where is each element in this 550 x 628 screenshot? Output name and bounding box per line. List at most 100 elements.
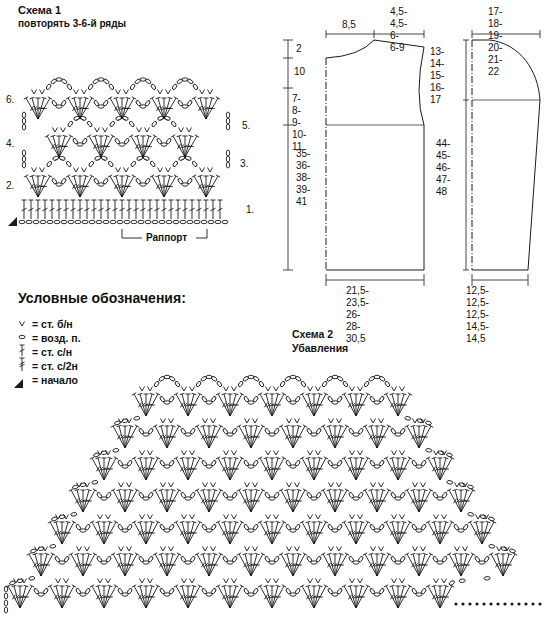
chain-stitch bbox=[148, 556, 154, 563]
post bbox=[428, 522, 440, 544]
post-tick bbox=[456, 563, 460, 567]
single-crochet bbox=[148, 579, 153, 584]
post-top bbox=[147, 135, 152, 136]
post-top bbox=[126, 175, 131, 176]
post-top bbox=[282, 585, 286, 587]
post-top bbox=[213, 425, 218, 426]
post bbox=[71, 554, 83, 576]
post-top bbox=[81, 554, 86, 555]
double-crochet bbox=[440, 585, 448, 608]
post-top bbox=[270, 458, 275, 459]
post-tick bbox=[372, 499, 376, 503]
post bbox=[110, 98, 122, 119]
single-crochet bbox=[316, 579, 321, 584]
double-crochet bbox=[125, 489, 139, 512]
single-crochet bbox=[161, 483, 166, 488]
double-crochet bbox=[141, 200, 146, 219]
post-top bbox=[438, 522, 443, 523]
double-crochet bbox=[348, 457, 356, 480]
chain-stitch bbox=[187, 100, 193, 107]
chain-stitch bbox=[17, 578, 24, 583]
double-crochet bbox=[122, 97, 136, 119]
double-crochet bbox=[22, 200, 27, 219]
double-crochet bbox=[363, 489, 377, 512]
single-crochet bbox=[211, 547, 216, 552]
double-crochet bbox=[146, 585, 154, 608]
post-top bbox=[342, 521, 346, 523]
dimension-tick bbox=[472, 30, 473, 38]
post-top bbox=[396, 586, 401, 587]
double-crochet bbox=[398, 521, 412, 544]
double-crochet bbox=[138, 457, 146, 480]
post-top bbox=[156, 521, 160, 523]
double-crochet bbox=[129, 135, 143, 157]
chain-stitch bbox=[103, 78, 110, 84]
post-tick bbox=[50, 208, 55, 211]
double-crochet bbox=[321, 553, 335, 576]
double-crochet bbox=[83, 489, 97, 512]
chain-stitch bbox=[124, 138, 130, 145]
single-crochet bbox=[32, 168, 37, 173]
post-tick bbox=[233, 532, 239, 533]
post-top bbox=[78, 200, 83, 201]
post-tick bbox=[288, 499, 292, 503]
post bbox=[26, 176, 38, 197]
double-crochet bbox=[101, 135, 109, 157]
double-crochet bbox=[230, 585, 238, 608]
post-tick bbox=[201, 107, 205, 111]
post-tick bbox=[330, 563, 334, 567]
chain-stitch bbox=[484, 556, 490, 563]
chain-stitch bbox=[61, 78, 68, 84]
post-top bbox=[111, 489, 115, 491]
post-tick bbox=[33, 185, 37, 189]
double-crochet bbox=[356, 585, 370, 608]
single-crochet bbox=[56, 579, 61, 584]
double-crochet bbox=[335, 489, 349, 512]
post-top bbox=[22, 200, 27, 201]
post-top bbox=[45, 553, 50, 554]
single-crochet bbox=[421, 483, 426, 488]
post-top bbox=[135, 425, 139, 427]
post-top bbox=[135, 553, 139, 555]
double-crochet bbox=[192, 175, 206, 197]
single-crochet bbox=[190, 451, 195, 456]
double-crochet bbox=[482, 521, 496, 544]
single-crochet bbox=[266, 451, 271, 456]
post-tick bbox=[401, 468, 407, 469]
post-tick bbox=[23, 596, 29, 597]
post-top bbox=[354, 586, 359, 587]
post-top bbox=[138, 457, 143, 458]
post-tick bbox=[54, 145, 58, 149]
post-top bbox=[69, 135, 73, 137]
double-crochet bbox=[216, 585, 230, 608]
chain-stitch bbox=[488, 516, 495, 521]
post bbox=[83, 490, 95, 512]
double-crochet bbox=[114, 97, 122, 119]
post bbox=[356, 522, 368, 544]
single-crochet bbox=[119, 547, 124, 552]
chain-stitch bbox=[226, 112, 229, 118]
post-top bbox=[117, 489, 122, 490]
post bbox=[110, 176, 122, 197]
post-tick bbox=[134, 208, 139, 211]
double-crochet bbox=[209, 553, 217, 576]
post bbox=[89, 136, 101, 157]
post bbox=[164, 176, 176, 197]
post-top bbox=[339, 553, 344, 554]
chain-stitch bbox=[400, 492, 406, 499]
single-crochet bbox=[350, 579, 355, 584]
post bbox=[134, 458, 146, 480]
post-tick bbox=[204, 563, 208, 567]
post bbox=[68, 98, 80, 119]
post-top bbox=[297, 553, 302, 554]
double-crochet bbox=[398, 457, 406, 480]
post bbox=[176, 586, 188, 608]
chain-stitch bbox=[192, 161, 198, 168]
post-tick bbox=[246, 499, 250, 503]
post-top bbox=[153, 135, 157, 137]
double-crochet bbox=[306, 457, 314, 480]
post-top bbox=[171, 135, 175, 137]
post-top bbox=[327, 553, 332, 554]
post-top bbox=[438, 458, 443, 459]
chain-stitch bbox=[192, 83, 198, 90]
